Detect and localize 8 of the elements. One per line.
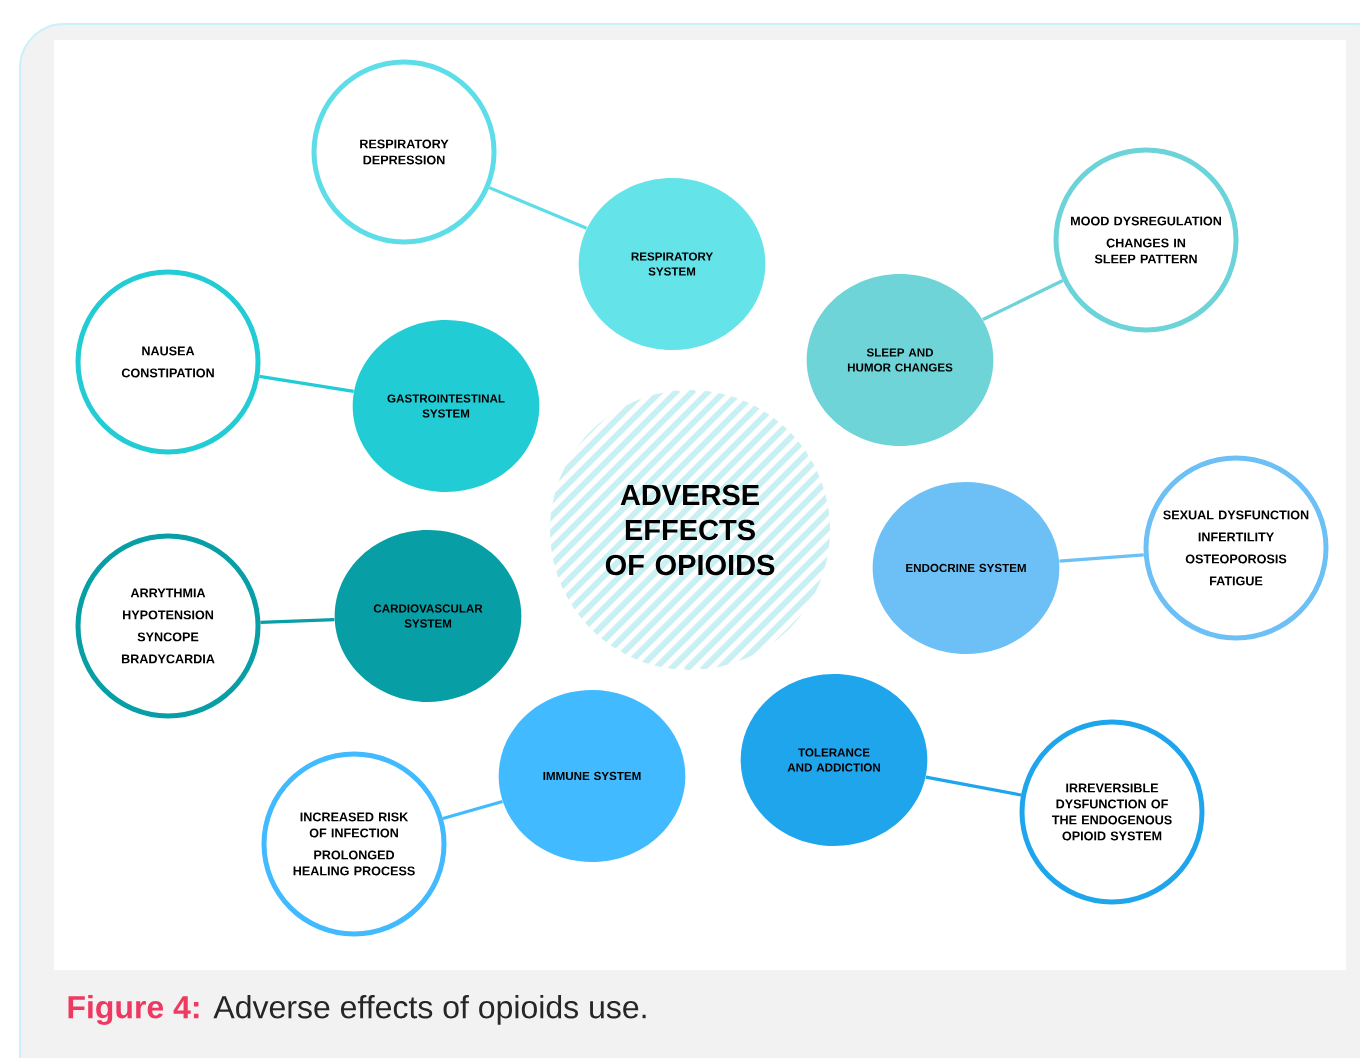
connector-line bbox=[488, 186, 588, 230]
connector-line bbox=[260, 617, 335, 624]
connector-line bbox=[442, 800, 503, 821]
figure-caption: Figure 4: Adverse effects of opioids use. bbox=[68, 995, 646, 1025]
connector-line bbox=[925, 775, 1022, 797]
connector-line bbox=[259, 374, 354, 393]
connector-line bbox=[982, 279, 1064, 321]
connector-line bbox=[1059, 553, 1144, 563]
